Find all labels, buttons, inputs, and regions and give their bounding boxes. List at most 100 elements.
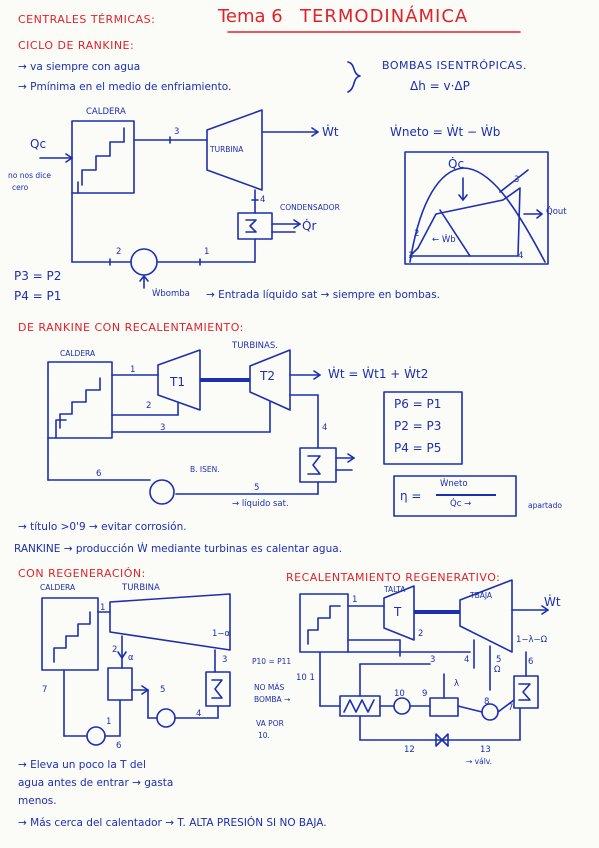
regen-state-2: 2 (112, 645, 118, 655)
wt-sum-equation: Ẇt = Ẇt1 + Ẇt2 (328, 367, 429, 381)
qr-label: Q̇r (302, 219, 317, 233)
rr-state-9: 9 (422, 689, 428, 699)
regen-state-7: 7 (42, 685, 48, 695)
recal-caldera-label: CALDERA (60, 349, 96, 358)
ts-state-3: 3 (514, 175, 520, 185)
ts-state-1: 1 (408, 251, 414, 261)
page-title: TERMODINÁMICA (300, 6, 469, 27)
rr-state-6: 6 (528, 657, 534, 667)
rendimiento-fraction-bar (436, 494, 496, 496)
state-10-1-label: 10 1 (296, 673, 315, 683)
recal-state-3: 3 (160, 423, 166, 433)
ts-qout-label: Q̇out (546, 207, 567, 217)
rankine-note-1: → va siempre con agua (18, 61, 141, 73)
eleva-note-1: → Eleva un poco la T del (18, 759, 146, 771)
recal-state-5: 5 (254, 483, 260, 493)
section-heading: CENTRALES TÉRMICAS: (18, 13, 156, 26)
p10-p11-equation: P10 = P11 (252, 657, 292, 666)
regen-turbina-label: TURBINA (122, 583, 160, 593)
rr-state-5: 5 (496, 655, 502, 665)
rr-state-3: 3 (430, 655, 436, 665)
rendimiento-num: Ẇneto (440, 479, 468, 489)
qc-note-2: cero (12, 183, 29, 192)
rr-state-7: 7 (508, 703, 514, 713)
qc-label: Qc (30, 137, 47, 151)
caldera-label: CALDERA (86, 107, 126, 117)
rankine-diagram (39, 109, 319, 289)
regen-caldera-label: CALDERA (40, 583, 76, 592)
wt-label: Ẇt (322, 125, 339, 139)
talta-label: TALTA (384, 585, 406, 594)
turbina-label: TURBINA (210, 145, 244, 154)
rankine-heading: CICLO DE RANKINE: (18, 39, 135, 52)
regen-state-4: 4 (196, 709, 202, 719)
bomba-isen-label: B. ISEN. (190, 465, 220, 474)
regen-state-1: 1 (100, 603, 106, 613)
regen-state-3: 3 (222, 655, 228, 665)
rr-state-4: 4 (464, 655, 470, 665)
p3-p2-equation: P3 = P2 (14, 269, 62, 283)
bombas-isentropicas: BOMBAS ISENTRÓPICAS. (382, 59, 528, 72)
eleva-note-2: agua antes de entrar → gasta (18, 777, 174, 789)
regeneracion-diagram (41, 593, 231, 746)
no-mas-line-4: 10. (258, 731, 270, 740)
t-alta-symbol: T (394, 605, 402, 619)
p4-p5-equation: P4 = P5 (394, 441, 442, 455)
liquido-sat-label: → líquido sat. (232, 499, 289, 509)
ts-wb-label: ← Ẇb (432, 235, 456, 245)
no-mas-line-3: VA POR (256, 719, 284, 728)
rr-state-13: 13 (480, 745, 491, 755)
recal-regen-heading: RECALENTAMIENTO REGENERATIVO: (286, 571, 501, 584)
recalentamiento-heading: DE RANKINE CON RECALENTAMIENTO: (18, 321, 244, 334)
t2-label: T2 (260, 369, 275, 383)
omega-label: Ω (494, 665, 501, 675)
lambda-label: λ (454, 679, 460, 689)
delta-h-equation: Δh = v·ΔP (410, 79, 470, 93)
no-mas-line-1: NO MÁS (254, 683, 285, 692)
rankine-state-3: 3 (174, 127, 180, 137)
regen-state-5: 5 (160, 685, 166, 695)
t1-label: T1 (170, 375, 185, 389)
eleva-note-3: menos. (18, 795, 57, 807)
regen-state-1b: 1 (106, 717, 112, 727)
tbaja-label: TBAJA (470, 591, 493, 600)
rr-state-2: 2 (418, 629, 424, 639)
ts-qc-label: Q̇c (448, 157, 465, 171)
recal-state-4: 4 (322, 423, 328, 433)
condensador-label: CONDENSADOR (280, 203, 340, 212)
ts-state-2: 2 (414, 229, 420, 239)
regen-state-6: 6 (116, 741, 122, 751)
p2-p3-equation: P2 = P3 (394, 419, 442, 433)
valvula-label: → válv. (466, 757, 493, 766)
wneto-equation: Ẇneto = Ẇt − Ẇb (390, 125, 501, 139)
recal-state-1: 1 (130, 365, 136, 375)
rendimiento-den: Q̇c → (450, 499, 472, 509)
recalentamiento-diagram (47, 349, 517, 517)
one-minus-alpha-label: 1−α (212, 629, 231, 639)
mas-cerca-note: → Más cerca del calentador → T. ALTA PRE… (18, 817, 327, 829)
no-mas-line-2: BOMBA → (254, 695, 291, 704)
ts-diagram (404, 151, 549, 265)
recal-state-2: 2 (146, 401, 152, 411)
apartado-label: apartado (528, 501, 562, 510)
ts-state-4: 4 (518, 251, 524, 261)
rankine-note-2: → Pmínima en el medio de enfriamiento. (18, 81, 232, 93)
rr-state-10: 10 (394, 689, 405, 699)
rr-state-12: 12 (404, 745, 415, 755)
wbomba-label: Ẇbomba (152, 289, 190, 299)
recal-turbinas-label: TURBINAS. (232, 341, 278, 351)
rendimiento-lhs: η = (400, 489, 422, 503)
qc-note-1: no nos dice (8, 171, 51, 180)
rankine-production-note: RANKINE → producción Ẇ mediante turbinas… (14, 543, 343, 555)
alpha-label: α (128, 653, 134, 663)
p4-p1-equation: P4 = P1 (14, 289, 62, 303)
regeneracion-heading: CON REGENERACIÓN: (18, 567, 146, 580)
rankine-state-4: 4 (260, 195, 266, 205)
tema-label: Tema 6 (218, 6, 283, 27)
rr-state-8: 8 (484, 697, 490, 707)
titulo-note: → título >0'9 → evitar corrosión. (18, 521, 187, 533)
rankine-state-2: 2 (116, 247, 122, 257)
p6-p1-equation: P6 = P1 (394, 397, 442, 411)
entrada-note: → Entrada líquido sat → siempre en bomba… (206, 289, 441, 301)
